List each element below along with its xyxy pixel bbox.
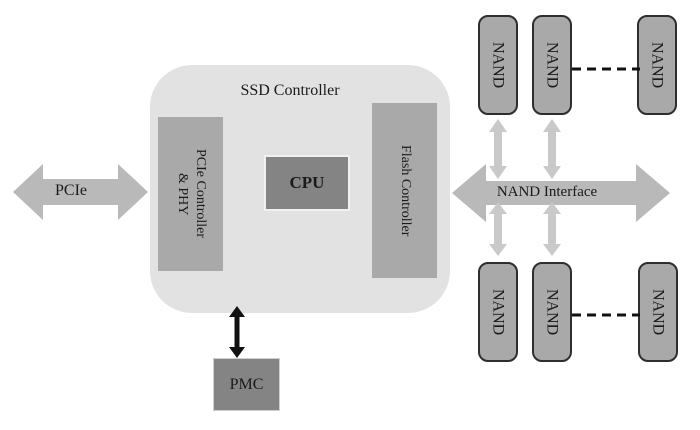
pcie-controller-phy-label-line2: & PHY — [175, 172, 190, 216]
nand-ellipsis-dash-bottom — [572, 313, 640, 317]
pmc-label: PMC — [229, 375, 264, 393]
flash-controller-box: Flash Controller — [372, 103, 437, 278]
nand-channel-arrow-bottom-2 — [543, 202, 561, 256]
cpu-box: CPU — [264, 155, 350, 211]
ssd-controller-title: SSD Controller — [240, 82, 340, 99]
nand-chip-label: NAND — [489, 41, 507, 89]
nand-chip-top-1: NAND — [478, 15, 518, 115]
nand-chip-bottom-2: NAND — [532, 262, 572, 362]
nand-chip-label: NAND — [649, 288, 667, 336]
nand-channel-arrow-bottom-1 — [489, 202, 507, 256]
flash-controller-label: Flash Controller — [397, 144, 413, 237]
nand-chip-label: NAND — [543, 41, 561, 89]
pcie-bus-arrow — [13, 164, 148, 220]
nand-chip-top-3: NAND — [637, 15, 677, 115]
nand-interface-arrow — [452, 164, 670, 222]
cpu-label: CPU — [289, 173, 325, 192]
pcie-controller-phy-label-line1: PCIe Controller — [192, 149, 208, 239]
nand-chip-bottom-1: NAND — [478, 262, 518, 362]
nand-channel-arrow-top-1 — [489, 119, 507, 179]
pcie-controller-phy-box: PCIe Controller & PHY — [158, 117, 223, 271]
pmc-link-arrow — [229, 306, 245, 358]
nand-chip-label: NAND — [648, 41, 666, 89]
nand-chip-bottom-3: NAND — [638, 262, 678, 362]
nand-chip-top-2: NAND — [532, 15, 572, 115]
nand-channel-arrow-top-2 — [543, 119, 561, 179]
nand-chip-label: NAND — [543, 288, 561, 336]
pcie-bus-label: PCIe — [55, 182, 87, 199]
pmc-box: PMC — [213, 358, 280, 411]
nand-chip-label: NAND — [489, 288, 507, 336]
nand-ellipsis-dash-top — [572, 67, 640, 71]
nand-interface-label: NAND Interface — [496, 184, 598, 200]
